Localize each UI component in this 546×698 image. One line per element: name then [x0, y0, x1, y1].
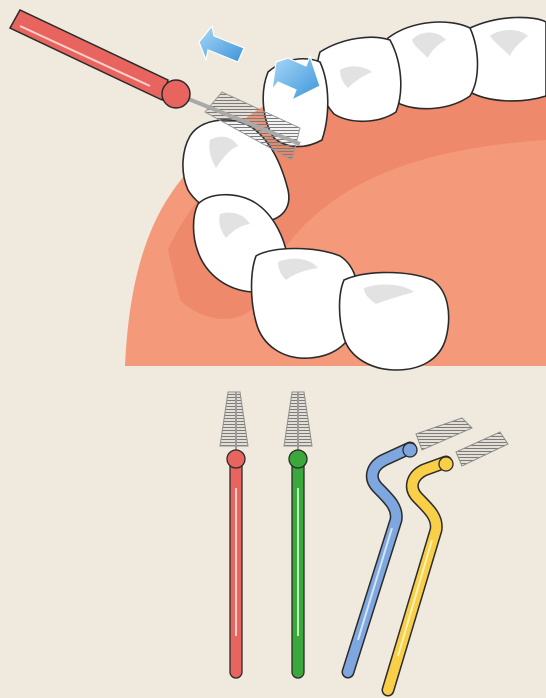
interdental-brush-icon: [388, 432, 508, 690]
interdental-brush-in-use: [10, 10, 300, 160]
premolar: [317, 37, 400, 121]
mouth-scene: [10, 10, 546, 370]
brush-handle: [10, 10, 168, 100]
brush-neck: [162, 80, 190, 108]
interdental-brush-icon: [220, 392, 248, 678]
interdental-brush-icon: [284, 392, 312, 678]
brush-types: [220, 392, 508, 690]
